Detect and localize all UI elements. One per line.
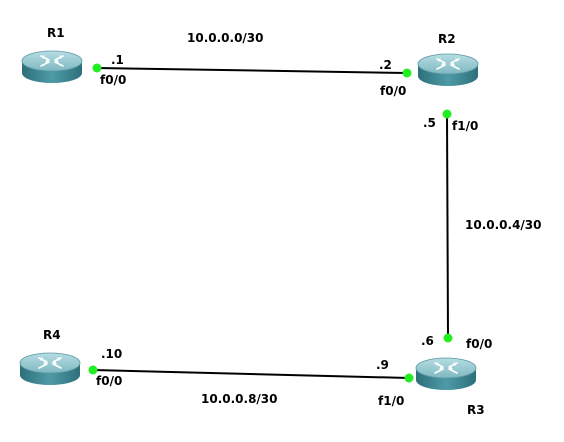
host-address-label: .1	[111, 53, 124, 67]
interface-label: f1/0	[452, 119, 478, 133]
router-label-r2: R2	[438, 32, 456, 46]
link-r1-r2	[96, 67, 408, 74]
interface-label: f1/0	[378, 394, 404, 408]
interface-label: f0/0	[380, 84, 406, 98]
port-status-dot	[402, 68, 412, 78]
host-address-label: .2	[379, 58, 392, 72]
router-r1[interactable]	[21, 50, 83, 84]
host-address-label: .10	[101, 347, 122, 361]
router-label-r4: R4	[43, 328, 61, 342]
host-address-label: .9	[376, 358, 389, 372]
network-label: 10.0.0.0/30	[187, 31, 264, 45]
router-r2[interactable]	[417, 53, 479, 87]
router-icon	[415, 357, 477, 391]
interface-label: f0/0	[96, 374, 122, 388]
port-status-dot	[443, 333, 453, 343]
host-address-label: .5	[423, 116, 436, 130]
network-label: 10.0.0.8/30	[201, 392, 278, 406]
port-status-dot	[88, 365, 98, 375]
router-icon	[21, 50, 83, 84]
router-icon	[417, 53, 479, 87]
router-r4[interactable]	[19, 352, 81, 386]
router-icon	[19, 352, 81, 386]
port-status-dot	[442, 109, 452, 119]
port-status-dot	[92, 63, 102, 73]
router-label-r1: R1	[47, 26, 65, 40]
interface-label: f0/0	[466, 337, 492, 351]
interface-label: f0/0	[100, 73, 126, 87]
router-label-r3: R3	[467, 403, 485, 417]
router-r3[interactable]	[415, 357, 477, 391]
link-r4-r3	[92, 369, 410, 379]
port-status-dot	[404, 373, 414, 383]
host-address-label: .6	[421, 334, 434, 348]
network-label: 10.0.0.4/30	[465, 218, 542, 232]
link-r2-r3	[446, 113, 449, 339]
